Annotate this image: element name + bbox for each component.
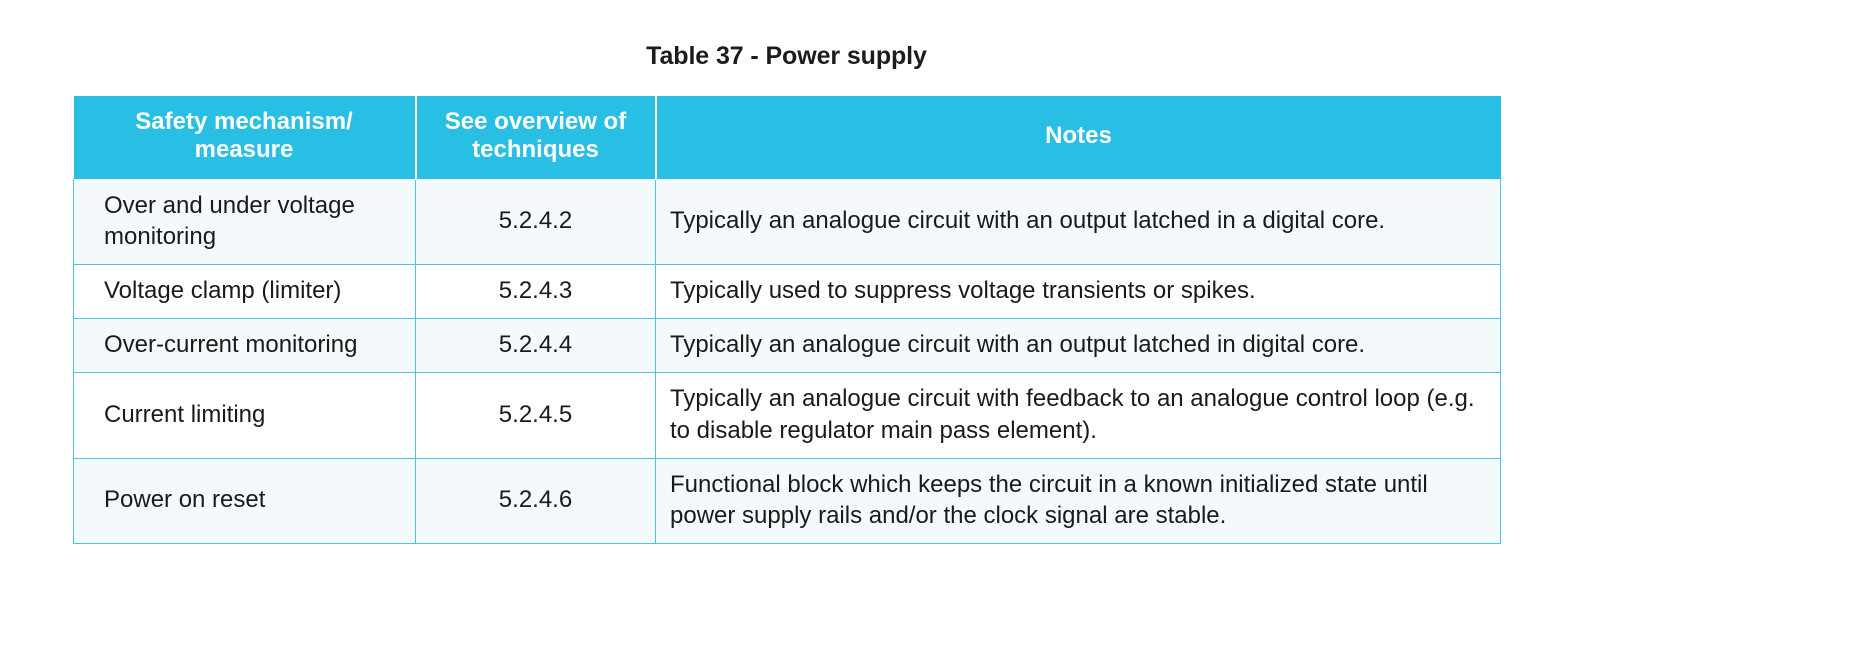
table-row: Current limiting 5.2.4.5 Typically an an… (73, 372, 1501, 459)
column-header-safety-mechanism-line2: measure (194, 136, 294, 164)
table-row: Power on reset 5.2.4.6 Functional block … (73, 457, 1501, 545)
table-header-row: Safety mechanism/ measure See overview o… (73, 96, 1501, 180)
column-header-see-overview-line2: techniques (472, 136, 599, 164)
cell-safety-mechanism: Voltage clamp (limiter) (73, 263, 416, 320)
cell-technique-reference: 5.2.4.4 (415, 318, 656, 374)
table-row: Over-current monitoring 5.2.4.4 Typicall… (73, 318, 1501, 374)
cell-notes: Typically an analogue circuit with an ou… (655, 178, 1501, 266)
table-row: Over and under voltage monitoring 5.2.4.… (73, 178, 1501, 266)
column-header-see-overview-line1: See overview of (444, 108, 627, 135)
cell-safety-mechanism: Over-current monitoring (73, 318, 416, 374)
cell-notes: Typically used to suppress voltage trans… (655, 263, 1501, 320)
cell-technique-reference: 5.2.4.3 (415, 263, 656, 320)
table-header: Safety mechanism/ measure See overview o… (73, 96, 1501, 180)
power-supply-table: Safety mechanism/ measure See overview o… (73, 96, 1501, 545)
table-container: Safety mechanism/ measure See overview o… (73, 96, 1501, 545)
cell-technique-reference: 5.2.4.5 (415, 372, 656, 459)
cell-safety-mechanism: Over and under voltage monitoring (73, 178, 416, 266)
cell-notes: Typically an analogue circuit with an ou… (655, 318, 1501, 374)
column-header-safety-mechanism: Safety mechanism/ measure (73, 96, 417, 180)
cell-notes: Typically an analogue circuit with feedb… (655, 372, 1501, 459)
column-header-safety-mechanism-line1: Safety mechanism/ (135, 108, 353, 135)
cell-technique-reference: 5.2.4.6 (415, 457, 656, 545)
column-header-see-overview: See overview of techniques (415, 96, 657, 180)
column-header-notes: Notes (655, 96, 1501, 180)
cell-safety-mechanism: Current limiting (73, 372, 416, 459)
cell-notes: Functional block which keeps the circuit… (655, 457, 1501, 545)
table-body: Over and under voltage monitoring 5.2.4.… (73, 178, 1501, 545)
table-row: Voltage clamp (limiter) 5.2.4.3 Typicall… (73, 263, 1501, 320)
cell-technique-reference: 5.2.4.2 (415, 178, 656, 266)
page-title: Table 37 - Power supply (646, 42, 927, 70)
cell-safety-mechanism: Power on reset (73, 457, 416, 545)
